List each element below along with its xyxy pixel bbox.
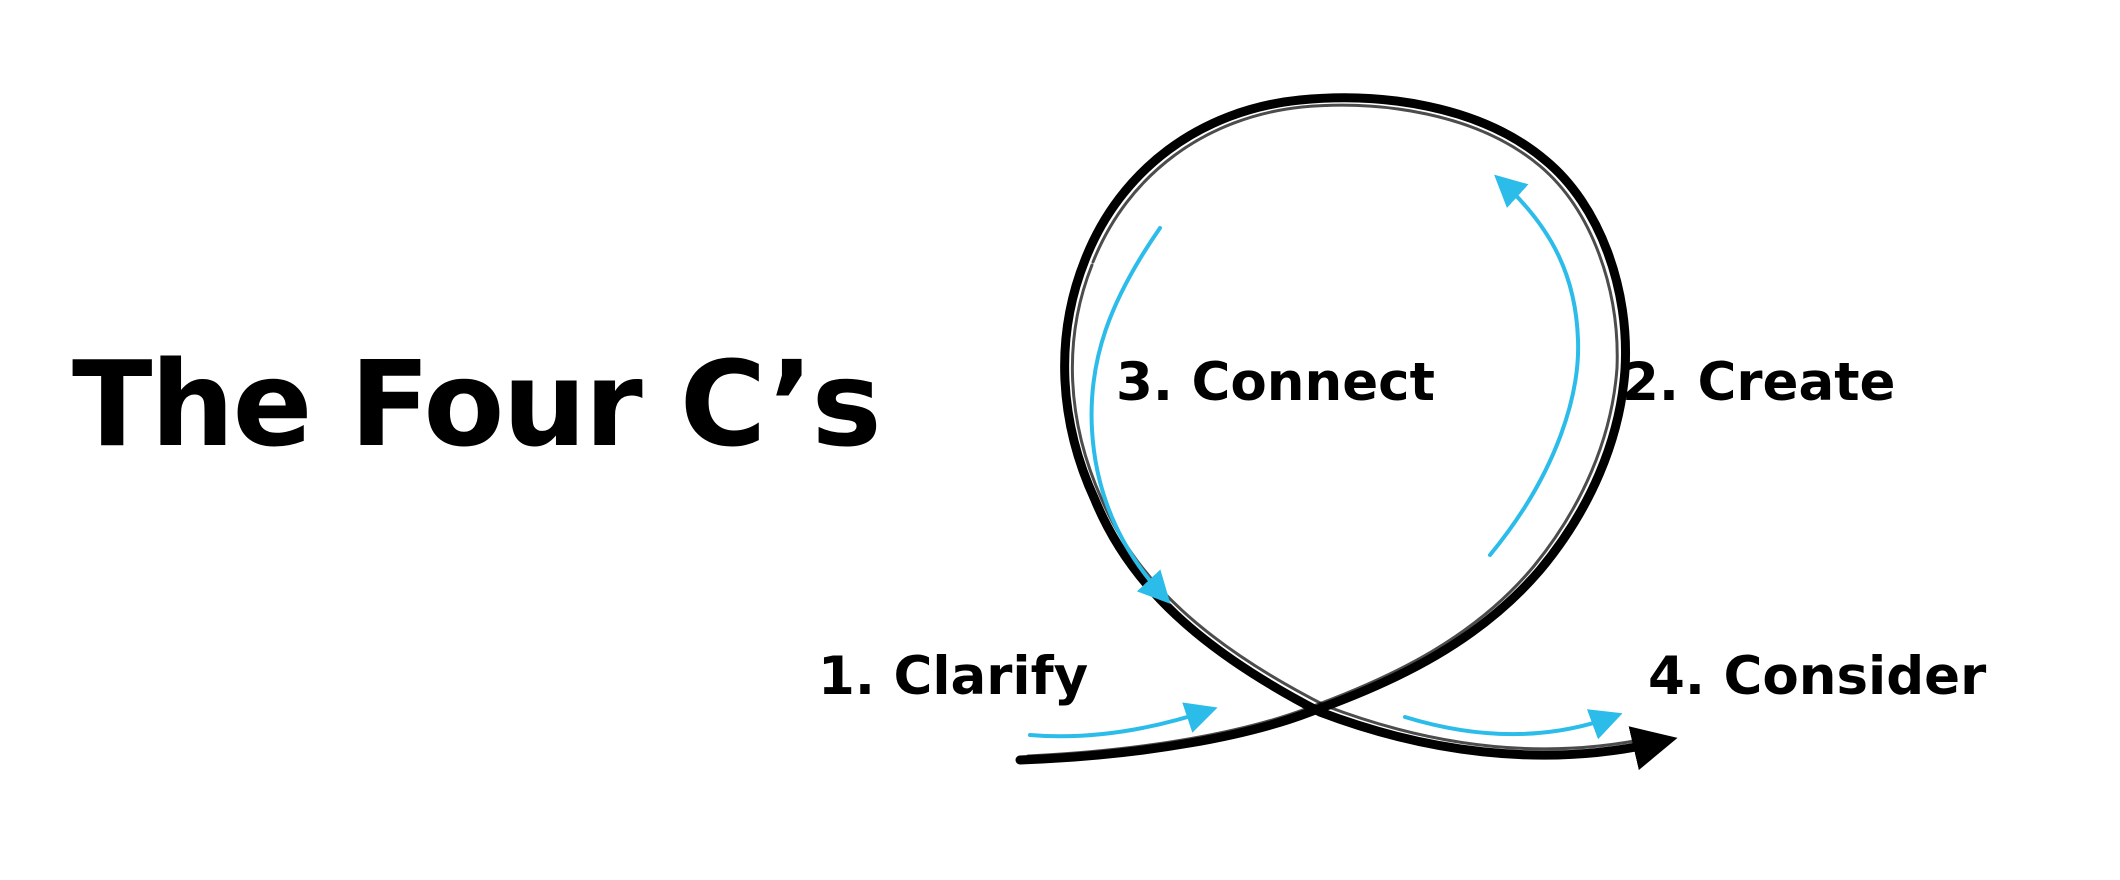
arrow-create: [1488, 174, 1581, 557]
arrow-connect: [1089, 226, 1171, 604]
step-create-label: 2. Create: [1622, 352, 1896, 413]
diagram-title: The Four C’s: [72, 335, 882, 473]
arrow-clarify: [1028, 702, 1218, 739]
step-clarify-label: 1. Clarify: [818, 646, 1089, 707]
step-connect-label: 3. Connect: [1116, 352, 1435, 413]
loop-path: [1015, 93, 1678, 771]
arrow-consider: [1403, 709, 1623, 740]
flow-arrows: [1028, 174, 1623, 740]
step-consider-label: 4. Consider: [1648, 646, 1987, 707]
